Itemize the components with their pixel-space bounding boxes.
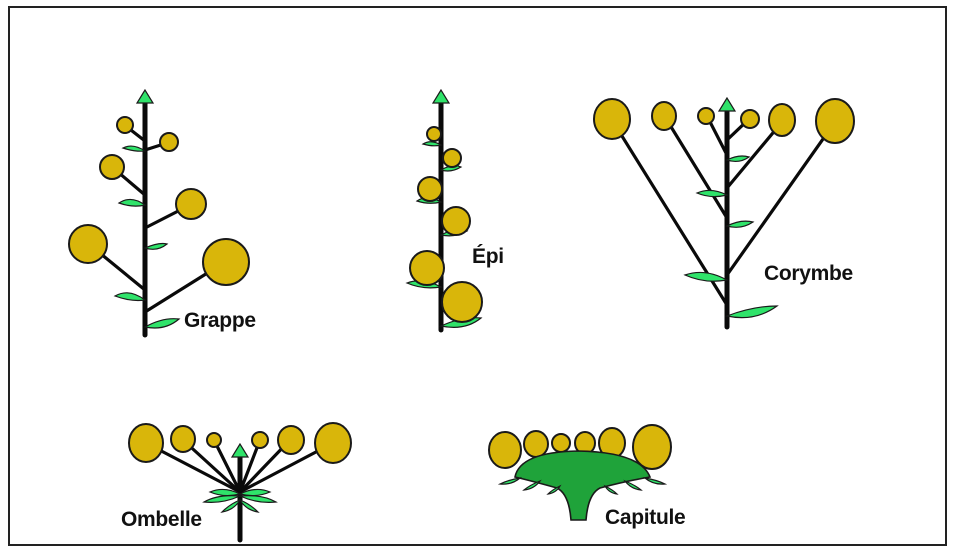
corymbe-apex-arrow <box>719 98 735 111</box>
capitule-flower <box>552 434 570 452</box>
epi-flower <box>443 149 461 167</box>
ombelle-flower <box>129 424 163 462</box>
epi-diagram <box>407 90 482 330</box>
grappe-flower <box>203 239 249 285</box>
label-capitule: Capitule <box>605 506 685 530</box>
corymbe-flower <box>816 99 854 143</box>
grappe-flower <box>160 133 178 151</box>
label-ombelle: Ombelle <box>121 508 202 532</box>
corymbe-flower <box>741 110 759 128</box>
grappe-flower <box>176 189 206 219</box>
grappe-flower <box>100 155 124 179</box>
epi-flower <box>442 207 470 235</box>
corymbe-diagram <box>594 98 854 327</box>
ombelle-apex-arrow <box>232 444 248 457</box>
ombelle-flower <box>207 433 221 447</box>
corymbe-flower <box>769 104 795 136</box>
capitule-flower <box>489 432 521 468</box>
epi-flower <box>442 282 482 322</box>
corymbe-flower <box>698 108 714 124</box>
ombelle-flower <box>315 423 351 463</box>
ombelle-flower <box>171 426 195 452</box>
ombelle-flower <box>252 432 268 448</box>
label-corymbe: Corymbe <box>764 262 853 286</box>
grappe-flower <box>69 225 107 263</box>
capitule-flower <box>633 425 671 469</box>
label-epi: Épi <box>472 245 504 269</box>
grappe-diagram <box>69 90 249 335</box>
corymbe-flower <box>652 102 676 130</box>
ombelle-flower <box>278 426 304 454</box>
grappe-apex-arrow <box>137 90 153 103</box>
epi-flower <box>418 177 442 201</box>
corymbe-flower <box>594 99 630 139</box>
grappe-flower <box>117 117 133 133</box>
capitule-flower <box>524 431 548 457</box>
label-grappe: Grappe <box>184 309 256 333</box>
epi-flower <box>410 251 444 285</box>
epi-apex-arrow <box>433 90 449 103</box>
epi-flower <box>427 127 441 141</box>
